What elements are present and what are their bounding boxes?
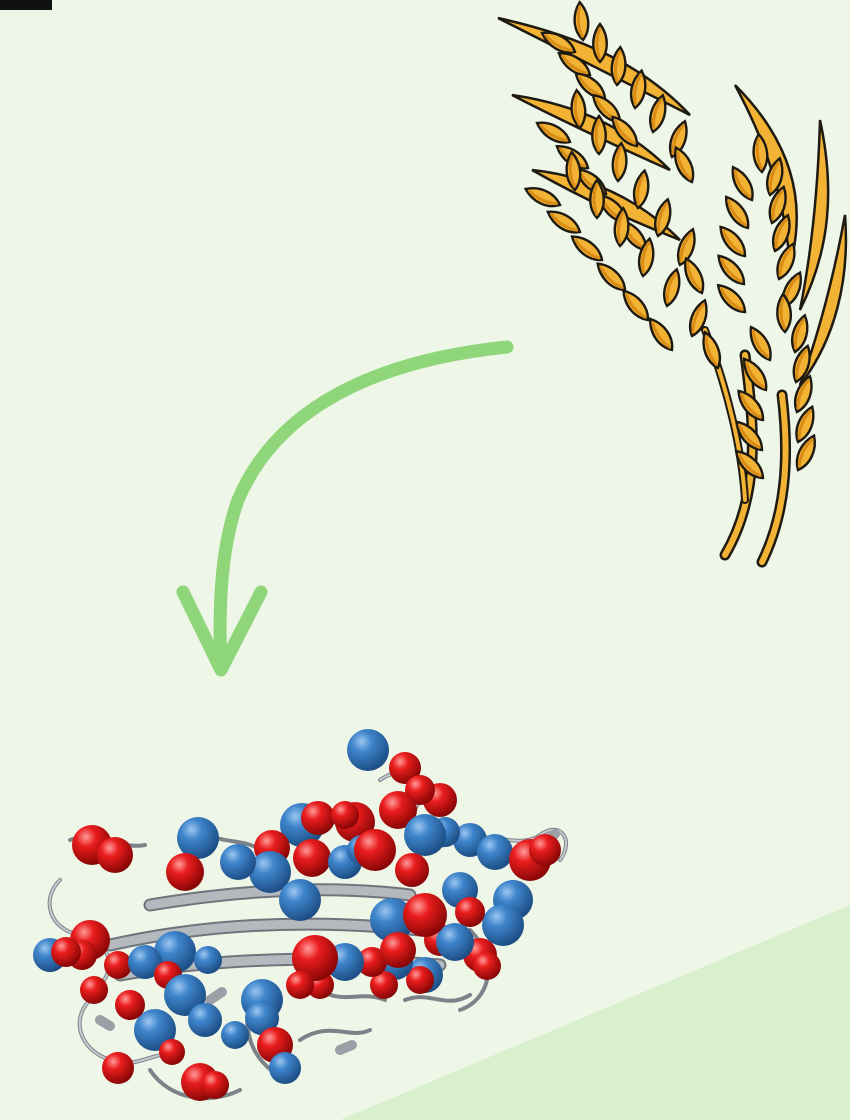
corner-mark [0, 0, 52, 10]
